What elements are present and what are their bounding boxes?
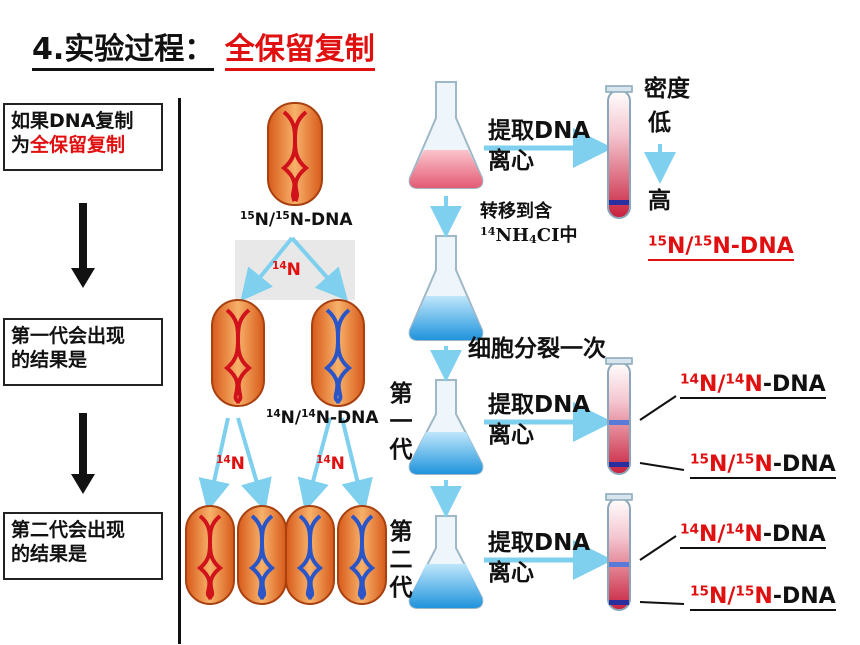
label-gen2-vertical: 第 二 代 [389,519,413,601]
label-extract-1: 提取DNA 离心 [488,118,591,174]
bacterium-parent [267,102,323,206]
gen2-question-line1: 第二代会出现 [11,519,126,541]
result-gen1-top: 14N/14N-DNA [680,371,826,399]
hypothesis-line1: 如果DNA复制 [11,110,134,132]
bacterium-gen1-right [311,299,365,407]
bacterium-gen2-2 [237,505,287,605]
flask-gen1 [408,379,484,475]
bacterium-gen1-left [211,299,265,407]
density-label: 密度 [644,76,690,102]
result-gen2-bottom: 15N/15N-DNA [690,583,836,611]
result-parent: 15N/15N-DNA [648,233,794,261]
tube-gen1 [605,357,633,475]
label-gen1-dna: 14N/14N-DNA [266,408,379,428]
tube-0-band-heavy [609,200,629,205]
tube-gen2-band-light [609,562,629,567]
label-extract-2: 提取DNA 离心 [488,392,591,448]
tube-gen1-band-light [609,420,629,425]
branch-arrows-1 [240,236,348,302]
gen2-question-box: 第二代会出现 的结果是 [3,512,163,580]
extract-arrows [484,128,613,580]
bacterium-gen2-3 [285,505,335,605]
tube-gen2-band-heavy [609,600,629,605]
bacterium-gen2-1 [185,505,235,605]
tube-gen2 [605,493,633,611]
transfer-formula: 14NH4CI中 [480,224,578,247]
label-divide: 细胞分裂一次 [468,336,606,362]
gen1-question-line1: 第一代会出现 [11,325,126,347]
down-arrow-2 [71,413,95,494]
gen2-question-line2: 的结果是 [11,543,88,565]
flask-gen2 [408,515,484,609]
leader-lines [639,395,685,605]
divider-line [178,98,181,644]
label-extract-3: 提取DNA 离心 [488,530,591,586]
title-prefix: 4.实验过程： [32,32,215,71]
density-high: 高 [648,188,671,214]
branch-arrows-2 [198,417,373,512]
gen1-question-line2: 的结果是 [11,349,88,371]
label-branch1-14n: 14N [272,260,301,280]
flask-15n [408,81,484,189]
down-arrow-1 [71,203,95,288]
hypothesis-box: 如果DNA复制 为全保留复制 [3,103,163,171]
result-gen2-top: 14N/14N-DNA [680,521,826,549]
title-highlight: 全保留复制 [224,32,375,71]
tube-0 [605,85,633,219]
label-transfer: 转移到含 14NH4CI中 [480,201,578,247]
label-branch2b-14n: 14N [316,454,345,474]
page-title: 4.实验过程： 全保留复制 [32,24,375,71]
label-gen1-vertical: 第 一 代 [389,381,413,463]
density-low: 低 [648,110,671,136]
label-parent-dna: 15N/15N-DNA [240,210,353,230]
result-gen1-bottom: 15N/15N-DNA [690,451,836,479]
hypothesis-line2: 为全保留复制 [11,134,126,156]
bacterium-gen2-4 [337,505,387,605]
tube-gen1-band-heavy [609,462,629,467]
label-branch2a-14n: 14N [216,454,245,474]
flask-14n [408,235,484,341]
gen1-question-box: 第一代会出现 的结果是 [3,318,163,386]
